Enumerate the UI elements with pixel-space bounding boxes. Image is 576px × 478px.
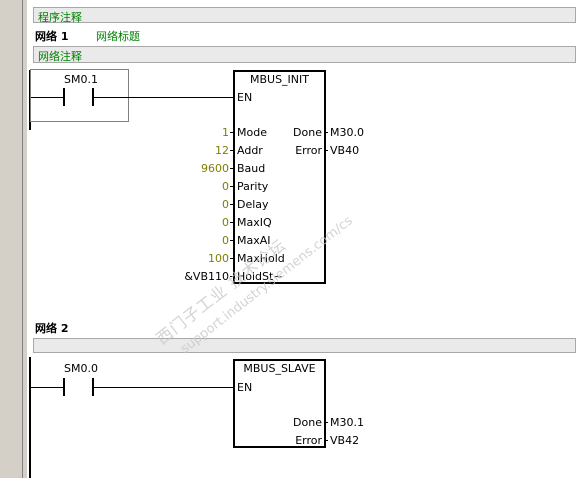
program-comment-text: 程序注释 (38, 11, 82, 24)
contact-2-address: SM0.0 (64, 362, 98, 375)
input-pin-mode: Mode (237, 126, 267, 139)
input-value-maxiq[interactable]: 0 (222, 216, 229, 229)
input-pin-maxiq: MaxIQ (237, 216, 272, 229)
input-tick-mode (230, 132, 233, 133)
slave-output-tick-error (325, 440, 328, 441)
input-pin-delay: Delay (237, 198, 269, 211)
margin-divider (22, 0, 23, 478)
input-pin-maxhold: MaxHold (237, 252, 285, 265)
input-tick-maxhold (230, 258, 233, 259)
output-pin-error: Error (295, 144, 322, 157)
input-tick-maxiq (230, 222, 233, 223)
mbus-slave-en-pin: EN (237, 381, 253, 394)
input-value-mode[interactable]: 1 (222, 126, 229, 139)
contact-2-right-bar[interactable] (92, 378, 94, 396)
slave-output-value-done[interactable]: M30.1 (330, 416, 364, 429)
slave-output-value-error[interactable]: VB42 (330, 434, 360, 447)
network-1-comment-bar[interactable]: 网络注释 (33, 46, 576, 63)
network-2-comment-bar[interactable] (33, 338, 576, 353)
rung-2-wire-a (31, 387, 64, 388)
input-value-maxhold[interactable]: 100 (208, 252, 229, 265)
output-value-error[interactable]: VB40 (330, 144, 360, 157)
mbus-slave-block[interactable]: MBUS_SLAVE (233, 359, 326, 448)
contact-1-right-bar[interactable] (92, 88, 94, 106)
output-value-done[interactable]: M30.0 (330, 126, 364, 139)
contact-1-left-bar[interactable] (63, 88, 65, 106)
output-tick-error (325, 150, 328, 151)
network-2-label[interactable]: 网络 2 (35, 322, 69, 335)
input-tick-addr (230, 150, 233, 151)
input-value-addr[interactable]: 12 (215, 144, 229, 157)
slave-output-pin-error: Error (295, 434, 322, 447)
input-value-holdstart[interactable]: &VB110 (184, 270, 229, 283)
program-comment-bar[interactable]: 程序注释 (33, 7, 576, 24)
input-pin-holdstart: HoldSt~ (237, 270, 283, 283)
contact-2-left-bar[interactable] (63, 378, 65, 396)
rung-2-wire-b (94, 387, 235, 388)
contact-1-address: SM0.1 (64, 73, 98, 86)
rung-1-wire-b (94, 97, 235, 98)
input-pin-maxai: MaxAI (237, 234, 271, 247)
output-tick-done (325, 132, 328, 133)
input-tick-maxai (230, 240, 233, 241)
input-tick-delay (230, 204, 233, 205)
input-tick-holdstart (230, 276, 233, 277)
input-pin-addr: Addr (237, 144, 263, 157)
network-1-label[interactable]: 网络 1 (35, 30, 69, 43)
input-tick-parity (230, 186, 233, 187)
slave-output-tick-done (325, 422, 328, 423)
input-value-parity[interactable]: 0 (222, 180, 229, 193)
mbus-slave-title: MBUS_SLAVE (243, 362, 316, 375)
input-value-maxai[interactable]: 0 (222, 234, 229, 247)
mbus-init-en-pin: EN (237, 91, 253, 104)
network-1-title[interactable]: 网络标题 (96, 30, 140, 43)
slave-output-pin-done: Done (293, 416, 322, 429)
input-pin-parity: Parity (237, 180, 269, 193)
input-tick-baud (230, 168, 233, 169)
output-pin-done: Done (293, 126, 322, 139)
mbus-init-title: MBUS_INIT (249, 73, 309, 86)
power-rail-2 (29, 357, 31, 478)
contact-selection-box-1[interactable] (30, 69, 129, 122)
input-pin-baud: Baud (237, 162, 266, 175)
input-value-baud[interactable]: 9600 (201, 162, 229, 175)
network-1-comment-text: 网络注释 (38, 50, 82, 63)
input-value-delay[interactable]: 0 (222, 198, 229, 211)
rung-1-wire-a (31, 97, 64, 98)
mbus-init-block[interactable]: MBUS_INIT (233, 70, 326, 284)
